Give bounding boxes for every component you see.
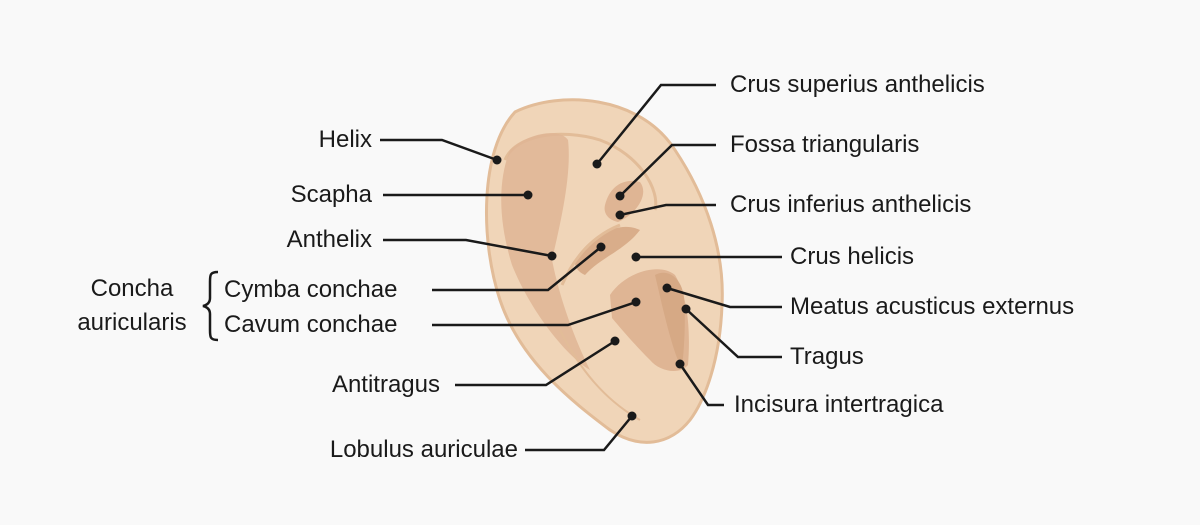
dot-crus-helicis (631, 252, 641, 262)
label-cavum-conchae: Cavum conchae (224, 311, 398, 338)
label-tragus: Tragus (790, 343, 864, 370)
label-scapha: Scapha (290, 181, 372, 208)
label-crus-superius-anthelicis: Crus superius anthelicis (730, 71, 985, 98)
dot-crus-superius (592, 159, 602, 169)
leader-meatus (666, 286, 782, 309)
label-cymba-conchae: Cymba conchae (224, 276, 398, 303)
dot-fossa (615, 191, 625, 201)
dot-tragus (681, 304, 691, 314)
label-helix: Helix (318, 126, 372, 153)
label-crus-inferius-anthelicis: Crus inferius anthelicis (730, 191, 972, 218)
leader-cymba (432, 246, 602, 292)
leader-fossa (619, 143, 716, 197)
meatus-shape (655, 272, 685, 368)
label-fossa-triangularis: Fossa triangularis (730, 131, 920, 158)
dot-antitragus (610, 336, 620, 346)
leader-incisura (678, 363, 724, 407)
dot-cymba (596, 242, 606, 252)
leader-helix (380, 138, 498, 162)
label-antitragus: Antitragus (331, 371, 440, 398)
label-crus-helicis: Crus helicis (790, 243, 915, 270)
leader-cavum (432, 300, 637, 327)
concha-brace (202, 270, 219, 342)
leader-antitragus (455, 339, 616, 387)
label-incisura-intertragica: Incisura intertragica (734, 391, 944, 418)
leader-crus-inferius (619, 203, 716, 217)
leader-tragus (685, 308, 782, 359)
dot-cavum (631, 297, 641, 307)
dot-crus-inferius (615, 210, 625, 220)
fossa-triangularis-shape (604, 180, 644, 222)
dot-incisura (675, 359, 685, 369)
marker-dots (492, 155, 691, 421)
cymba-conchae-shape (574, 226, 640, 275)
dot-lobulus (627, 411, 637, 421)
label-concha-line2: auricularis (77, 309, 187, 336)
dot-meatus (662, 283, 672, 293)
leader-crus-superius (596, 83, 716, 165)
label-lobulus-auriculae: Lobulus auriculae (329, 436, 518, 463)
leader-anthelix (383, 238, 553, 258)
label-concha-line1: Concha (90, 275, 174, 302)
label-meatus-acusticus-externus: Meatus acusticus externus (790, 293, 1075, 320)
label-anthelix: Anthelix (286, 226, 372, 253)
dot-scapha (523, 190, 533, 200)
dot-anthelix (547, 251, 557, 261)
dot-helix (492, 155, 502, 165)
label-concha-auricularis: Concha auricularis (62, 275, 202, 337)
leader-lines (202, 83, 782, 452)
scapha-shape (501, 133, 590, 370)
leader-lobulus (525, 415, 633, 452)
